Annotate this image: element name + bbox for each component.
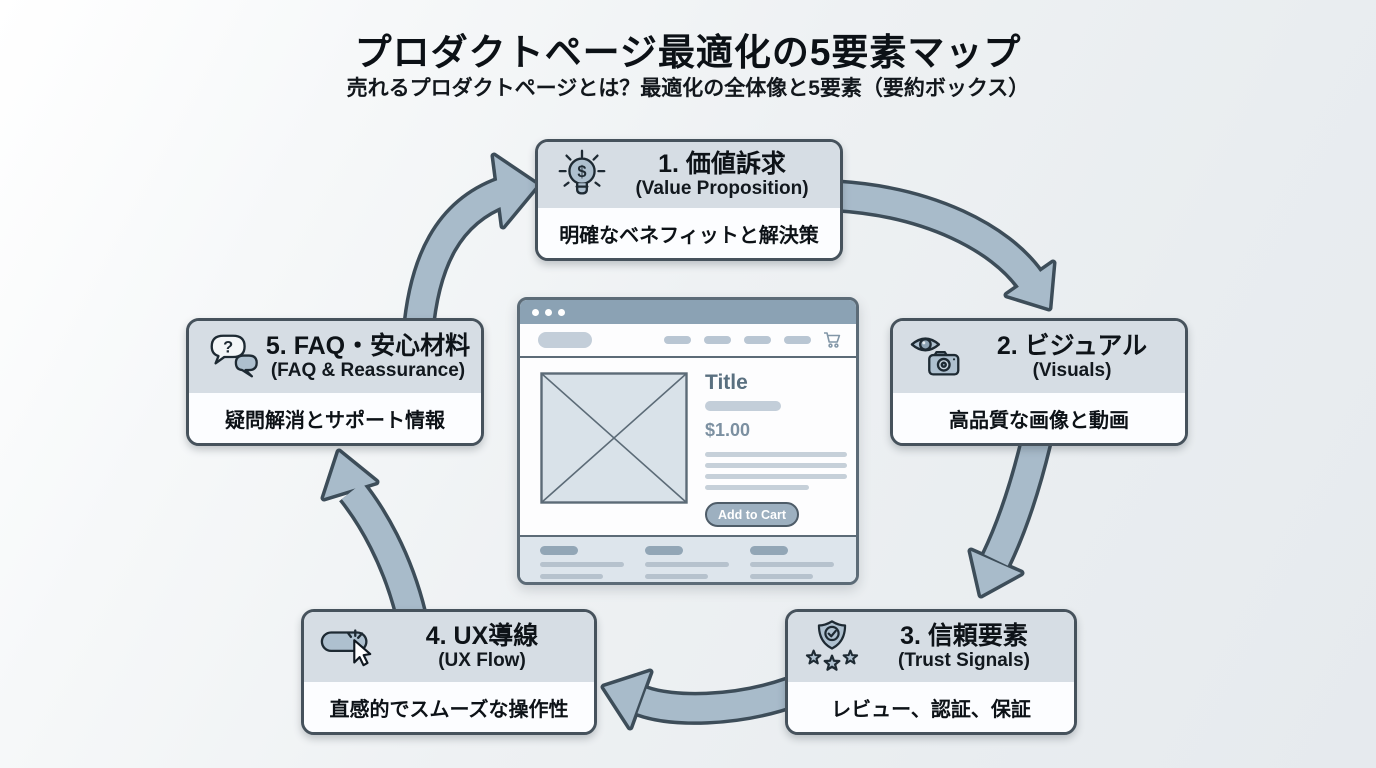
node-ux-flow: 4. UX導線 (UX Flow) 直感的でスムーズな操作性 — [301, 609, 597, 735]
arrow-faq-to-value-icon — [401, 152, 541, 336]
text-line-placeholder — [705, 485, 809, 490]
node-subtitle-en: (FAQ & Reassurance) — [270, 360, 466, 382]
rating-placeholder — [705, 401, 781, 411]
mockup-content: Title $1.00 Add to Cart — [520, 358, 856, 535]
text-line-placeholder — [645, 574, 708, 579]
product-details: Title $1.00 Add to Cart — [705, 371, 847, 527]
node-titles: 2. ビジュアル (Visuals) — [969, 332, 1175, 381]
node-visuals: 2. ビジュアル (Visuals) 高品質な画像と動画 — [890, 318, 1188, 446]
page-subtitle: 売れるプロダクトページとは？最適化の全体像と5要素（要約ボックス） — [346, 77, 1030, 100]
browser-titlebar — [520, 300, 856, 324]
arrow-value-to-visuals-icon — [836, 179, 1057, 312]
node-description: 疑問解消とサポート情報 — [189, 393, 481, 443]
node-description: 直感的でスムーズな操作性 — [304, 682, 594, 732]
description-placeholder — [705, 452, 847, 490]
node-title: 1. 価値訴求 — [658, 150, 786, 179]
node-title: 5. FAQ・安心材料 — [265, 332, 471, 361]
node-header: 3. 信頼要素 (Trust Signals) — [788, 612, 1074, 682]
node-titles: 4. UX導線 (UX Flow) — [380, 622, 584, 671]
arrow-ux-to-faq-icon — [320, 448, 428, 620]
text-line-placeholder — [705, 463, 847, 468]
node-subtitle-en: (Visuals) — [1032, 360, 1112, 382]
window-dot — [532, 308, 539, 316]
text-line-placeholder — [750, 574, 813, 579]
node-header: 2. ビジュアル (Visuals) — [893, 321, 1185, 393]
node-header: 4. UX導線 (UX Flow) — [304, 612, 594, 682]
page-title: プロダクトページ最適化の5要素マップ — [354, 32, 1022, 73]
text-line-placeholder — [705, 452, 847, 457]
add-to-cart-button[interactable]: Add to Cart — [705, 502, 799, 527]
node-titles: 5. FAQ・安心材料 (FAQ & Reassurance) — [265, 332, 471, 381]
chat-question-icon: ? — [201, 328, 265, 386]
svg-text:?: ? — [223, 339, 233, 357]
footer-column — [645, 546, 729, 582]
product-page-mockup: Title $1.00 Add to Cart — [517, 297, 859, 585]
footer-column — [540, 546, 624, 582]
node-titles: 3. 信頼要素 (Trust Signals) — [864, 622, 1064, 671]
node-value-proposition: $ 1. 価値訴求 (Value Proposition) 明確なベネフィットと… — [535, 139, 843, 261]
window-dot — [558, 308, 565, 316]
node-subtitle-en: (Trust Signals) — [898, 650, 1030, 672]
text-line-placeholder — [750, 562, 834, 567]
node-description: レビュー、認証、保証 — [788, 682, 1074, 732]
mockup-footer — [520, 535, 856, 582]
node-title: 2. ビジュアル — [996, 332, 1148, 361]
node-description: 明確なベネフィットと解決策 — [538, 208, 840, 258]
shopping-cart-icon — [823, 331, 842, 349]
node-header: ? 5. FAQ・安心材料 (FAQ & Reassurance) — [189, 321, 481, 393]
arrow-visuals-to-trust-icon — [967, 438, 1053, 599]
product-title: Title — [705, 371, 748, 394]
footer-heading-placeholder — [645, 546, 683, 555]
text-line-placeholder — [540, 562, 624, 567]
node-subtitle-en: (UX Flow) — [438, 650, 526, 672]
nav-link-placeholder — [784, 336, 811, 344]
footer-column — [750, 546, 834, 582]
product-image-placeholder — [540, 372, 688, 504]
shield-stars-icon — [800, 618, 864, 676]
nav-link-placeholder — [744, 336, 771, 344]
arrow-trust-to-ux-icon — [600, 668, 798, 731]
lightbulb-dollar-icon: $ — [550, 146, 614, 204]
nav-links — [664, 336, 811, 344]
node-title: 3. 信頼要素 — [900, 622, 1028, 651]
button-cursor-icon — [316, 618, 380, 676]
node-trust-signals: 3. 信頼要素 (Trust Signals) レビュー、認証、保証 — [785, 609, 1077, 735]
node-header: $ 1. 価値訴求 (Value Proposition) — [538, 142, 840, 208]
nav-link-placeholder — [664, 336, 691, 344]
node-description: 高品質な画像と動画 — [893, 393, 1185, 443]
text-line-placeholder — [645, 562, 729, 567]
mockup-navbar — [520, 324, 856, 358]
text-line-placeholder — [705, 474, 847, 479]
logo-placeholder — [538, 332, 592, 348]
node-titles: 1. 価値訴求 (Value Proposition) — [614, 150, 830, 199]
footer-heading-placeholder — [750, 546, 788, 555]
product-price: $1.00 — [705, 420, 751, 440]
text-line-placeholder — [540, 574, 603, 579]
footer-heading-placeholder — [540, 546, 578, 555]
eye-camera-icon — [905, 328, 969, 386]
node-faq-reassurance: ? 5. FAQ・安心材料 (FAQ & Reassurance) 疑問解消とサ… — [186, 318, 484, 446]
node-title: 4. UX導線 — [425, 622, 539, 651]
nav-link-placeholder — [704, 336, 731, 344]
svg-text:$: $ — [577, 163, 586, 181]
node-subtitle-en: (Value Proposition) — [635, 178, 809, 200]
window-dot — [545, 308, 552, 316]
